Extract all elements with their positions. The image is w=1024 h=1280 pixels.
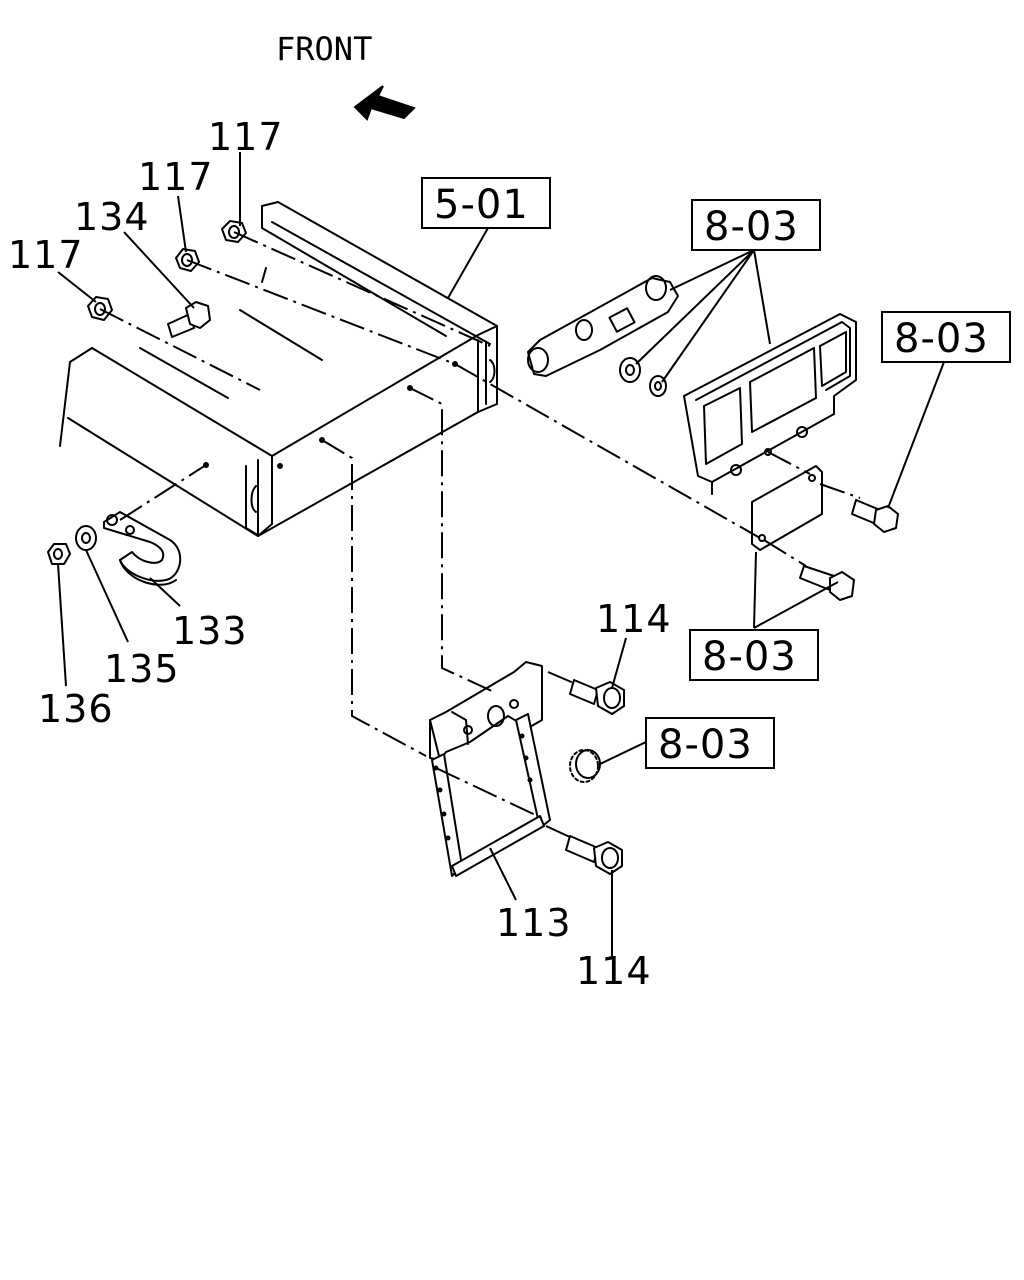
reference-frame-label: 5-01	[434, 182, 529, 228]
callout-117-mid: 117	[138, 155, 214, 199]
callout-117-top: 117	[208, 115, 284, 159]
callout-114-lower: 114	[576, 949, 652, 993]
reference-grommet-label: 8-03	[658, 722, 753, 768]
lamp-nut	[619, 357, 641, 383]
reference-lamp-group-label: 8-03	[704, 204, 799, 250]
washer-135	[75, 525, 97, 551]
callout-113: 113	[496, 901, 572, 945]
bolt-114-lower	[565, 835, 623, 875]
nut-136	[47, 543, 71, 565]
callout-117-left: 117	[8, 233, 84, 277]
callout-136: 136	[38, 687, 114, 731]
callout-134: 134	[74, 195, 150, 239]
frame-cross-member	[59, 201, 498, 537]
front-label: FRONT	[276, 30, 372, 68]
step-bracket-113	[429, 661, 551, 877]
reference-frame[interactable]: 5-01	[421, 177, 551, 229]
reference-lamp-group[interactable]: 8-03	[691, 199, 821, 251]
reference-lamp-bolt-label: 8-03	[894, 316, 989, 362]
grommet	[569, 749, 601, 783]
lamp-bolt-lower	[799, 565, 855, 601]
callout-133: 133	[172, 609, 248, 653]
alignment-lines	[99, 231, 861, 839]
nut-117-a	[221, 220, 247, 243]
leader-lines	[57, 152, 945, 956]
arrow-up-left-icon	[353, 85, 416, 121]
reference-lamp-bolt[interactable]: 8-03	[881, 311, 1011, 363]
reference-grommet[interactable]: 8-03	[645, 717, 775, 769]
reference-lamp-bracket-label: 8-03	[702, 634, 797, 680]
callout-135: 135	[104, 647, 180, 691]
bolt-134	[167, 301, 211, 338]
rear-combination-lamp	[683, 313, 857, 495]
nut-117-c	[87, 296, 113, 321]
lamp-bolt-upper	[851, 499, 899, 533]
tow-hook-133	[103, 511, 181, 586]
callout-114-upper: 114	[596, 597, 672, 641]
lamp-mount-plate	[751, 465, 823, 551]
reference-lamp-bracket[interactable]: 8-03	[689, 629, 819, 681]
bolt-114-upper	[569, 679, 625, 715]
lamp-mount-bracket	[527, 275, 679, 377]
